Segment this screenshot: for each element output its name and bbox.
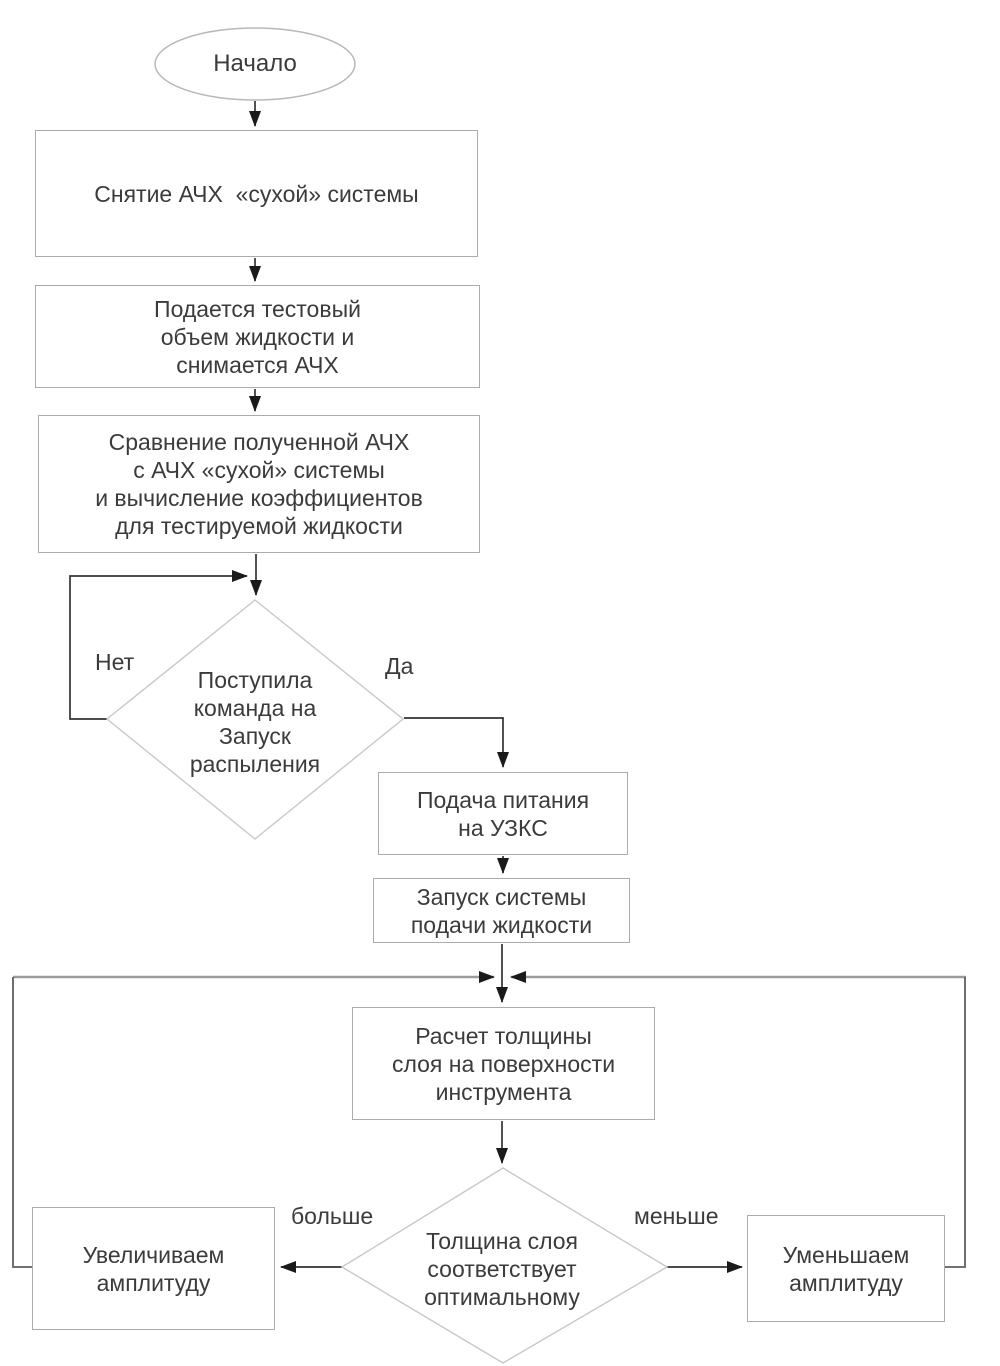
connector-feedback-left bbox=[12, 977, 32, 1268]
process-start-liquid-system: Запуск системы подачи жидкости bbox=[373, 878, 630, 943]
process-compare-afc: Сравнение полученной АЧХ с АЧХ «сухой» с… bbox=[38, 415, 480, 553]
process-increase-amplitude: Увеличиваем амплитуду bbox=[32, 1207, 275, 1330]
process-calc-layer-thickness: Расчет толщины слоя на поверхности инстр… bbox=[352, 1007, 655, 1120]
process-power-uzks: Подача питания на УЗКС bbox=[378, 772, 628, 855]
decision-spray-command-shape bbox=[105, 599, 405, 840]
connector-yes-path bbox=[404, 717, 509, 768]
edge-label-less: меньше bbox=[634, 1203, 719, 1229]
edge-label-no: Нет bbox=[95, 649, 135, 675]
decision-spray-command-label: Поступила команда на Запуск распыления bbox=[189, 667, 321, 777]
start-oval bbox=[154, 27, 356, 101]
start-label: Начало bbox=[213, 50, 297, 77]
decision-layer-thickness-label: Толщина слоя соответствует оптимальному bbox=[424, 1228, 580, 1310]
process-measure-dry-afc: Снятие АЧХ «сухой» системы bbox=[35, 130, 478, 257]
connector-no-loop bbox=[69, 570, 248, 720]
connector-feedback-right bbox=[945, 977, 966, 1268]
process-decrease-amplitude: Уменьшаем амплитуду bbox=[747, 1215, 945, 1322]
edge-label-yes: Да bbox=[385, 653, 414, 679]
edge-label-more: больше bbox=[291, 1203, 374, 1229]
process-test-volume: Подается тестовый объем жидкости и снима… bbox=[35, 285, 480, 388]
decision-layer-thickness-shape bbox=[340, 1167, 669, 1364]
